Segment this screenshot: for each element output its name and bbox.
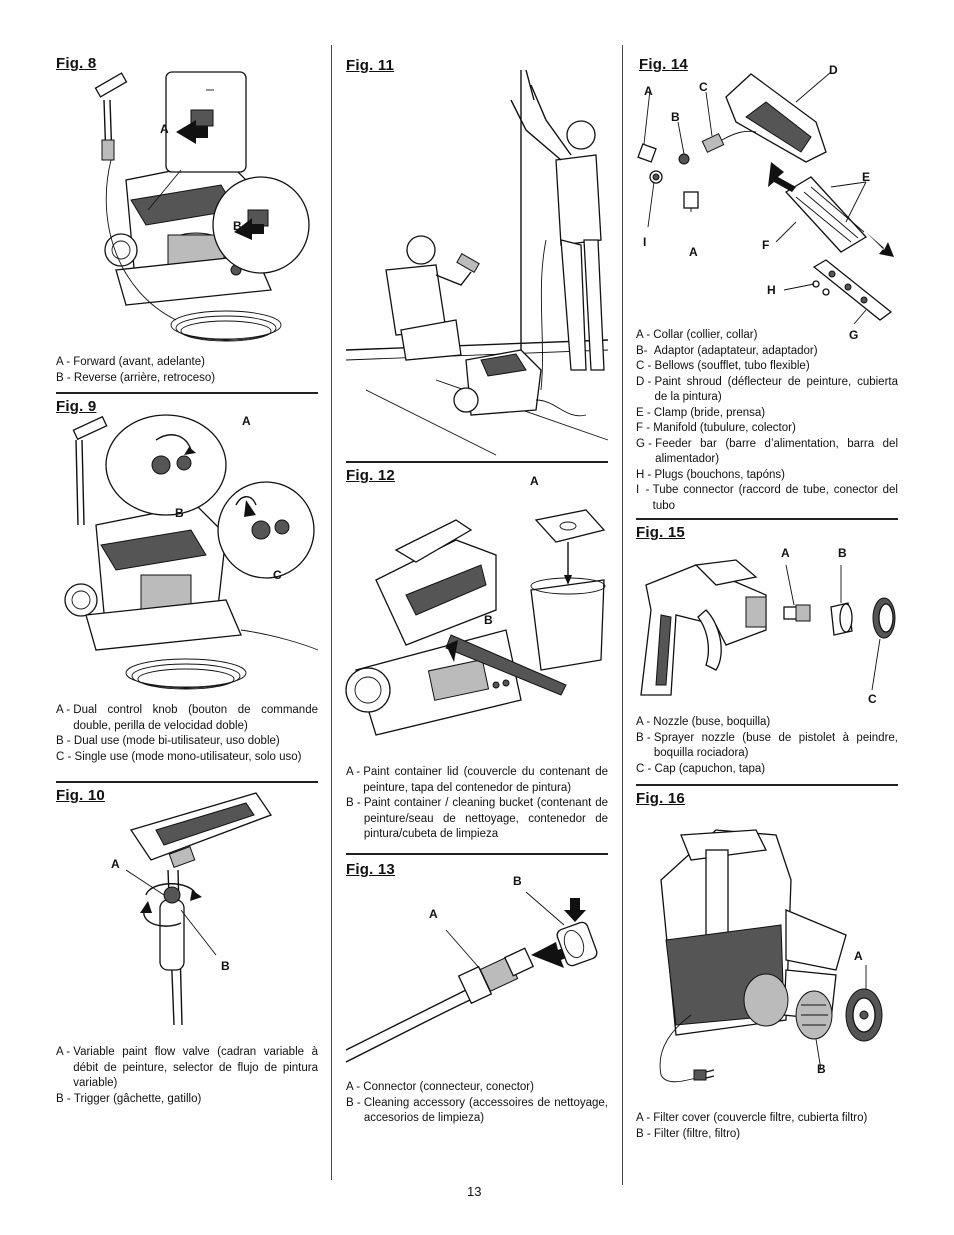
fig12-label-b: B — [484, 613, 493, 627]
fig15-captions: A - Nozzle (buse, boquilla) B - Sprayer … — [636, 715, 898, 777]
fig15-label-c: C — [868, 692, 877, 706]
caption-item: A - Dual control knob (bouton de command… — [56, 704, 318, 732]
caption-item: A - Filter cover (couvercle filtre, cubi… — [636, 1112, 868, 1124]
caption-item: B - Reverse (arrière, retroceso) — [56, 371, 216, 384]
caption-item: A - Nozzle (buse, boquilla) — [636, 716, 771, 728]
fig9-label-a: A — [242, 414, 251, 428]
fig8-label-a: A — [160, 122, 169, 136]
fig14-label-c: C — [699, 80, 708, 94]
caption-item: C - Bellows (soufflet, tubo flexible) — [636, 360, 810, 372]
caption-item: B- Adaptor (adaptateur, adaptador) — [636, 344, 818, 357]
fig16-label-a: A — [854, 949, 863, 963]
fig9-title: Fig. 9 — [56, 398, 97, 415]
fig11-title: Fig. 11 — [346, 57, 395, 74]
fig9-captions: A - Dual control knob (bouton de command… — [56, 703, 318, 765]
fig8-title: Fig. 8 — [56, 55, 97, 72]
fig10-label-b: B — [221, 959, 230, 973]
fig14-label-b: B — [671, 110, 680, 124]
caption-item: C - Cap (capuchon, tapa) — [636, 762, 766, 775]
caption-item: B - Paint container / cleaning bucket (c… — [346, 797, 608, 840]
caption-item: E - Clamp (bride, prensa) — [636, 406, 766, 419]
caption-item: H - Plugs (bouchons, tapóns) — [636, 468, 785, 481]
fig16-label-b: B — [817, 1062, 826, 1076]
fig10-illustration — [125, 792, 273, 1026]
fig15-title: Fig. 15 — [636, 524, 685, 541]
fig14-illustration — [637, 71, 894, 325]
fig14-captions: A - Collar (collier, collar) B- Adaptor … — [636, 328, 898, 514]
caption-item: A - Forward (avant, adelante) — [56, 356, 205, 368]
fig12-captions: A - Paint container lid (couvercle du co… — [346, 765, 608, 843]
divider-fig16 — [636, 784, 898, 786]
fig10-label-a: A — [111, 857, 120, 871]
column-divider-right — [622, 45, 623, 1185]
fig9-illustration — [64, 414, 319, 690]
fig8-label-b: B — [233, 219, 242, 233]
caption-item: A - Paint container lid (couvercle du co… — [346, 766, 608, 794]
fig16-title: Fig. 16 — [636, 790, 685, 807]
caption-item: A - Connector (connecteur, conector) — [346, 1081, 534, 1093]
column-divider-left — [331, 45, 332, 1180]
fig15-label-b: B — [838, 546, 847, 560]
fig16-captions: A - Filter cover (couvercle filtre, cubi… — [636, 1111, 898, 1142]
fig13-label-a: A — [429, 907, 438, 921]
caption-item: G - Feeder bar (barre d’alimentation, ba… — [636, 437, 898, 466]
fig14-label-g: G — [849, 328, 859, 342]
fig9-label-c: C — [273, 568, 282, 582]
fig14-label-h: H — [767, 283, 776, 297]
fig11-illustration — [345, 69, 609, 456]
caption-item: A - Variable paint flow valve (cadran va… — [56, 1046, 318, 1089]
fig13-captions: A - Connector (connecteur, conector) B -… — [346, 1080, 608, 1127]
fig14-title: Fig. 14 — [639, 56, 688, 73]
fig8-illustration — [94, 71, 310, 342]
caption-item: B - Sprayer nozzle (buse de pistolet à p… — [636, 731, 898, 760]
caption-item: A - Collar (collier, collar) — [636, 329, 758, 341]
caption-item: B - Filter (filtre, filtro) — [636, 1127, 741, 1140]
fig12-label-a: A — [530, 474, 539, 488]
fig13-title: Fig. 13 — [346, 861, 395, 878]
caption-item: D - Paint shroud (déflecteur de peinture… — [636, 375, 898, 404]
caption-item: B - Dual use (mode bi-utilisateur, uso d… — [56, 735, 280, 747]
divider-fig15 — [636, 518, 898, 520]
fig8-captions: A - Forward (avant, adelante) B - Revers… — [56, 355, 318, 386]
fig14-label-e: E — [862, 170, 871, 184]
fig14-label-a-bottom: A — [689, 245, 698, 259]
fig14-label-d: D — [829, 63, 838, 77]
fig15-label-a: A — [781, 546, 790, 560]
fig13-label-b: B — [513, 874, 522, 888]
fig12-illustration — [345, 509, 606, 736]
divider-fig10 — [56, 781, 318, 783]
caption-item: F - Manifold (tubulure, colector) — [636, 422, 796, 434]
fig14-label-a-top: A — [644, 84, 653, 98]
divider-fig9 — [56, 392, 318, 394]
fig16-illustration — [659, 829, 883, 1083]
caption-item: I - Tube connector (raccord de tube, con… — [636, 484, 898, 512]
caption-item: C - Single use (mode mono-utilisateur, s… — [56, 750, 302, 763]
caption-item: B - Trigger (gâchette, gatillo) — [56, 1092, 202, 1105]
fig13-illustration — [345, 891, 598, 1063]
fig14-label-f: F — [762, 238, 770, 252]
fig14-label-i: I — [643, 235, 647, 249]
fig12-title: Fig. 12 — [346, 467, 395, 484]
fig15-illustration — [640, 559, 896, 696]
caption-item: B - Cleaning accessory (accessoires de n… — [346, 1096, 608, 1125]
divider-fig13 — [346, 853, 608, 855]
divider-fig12 — [346, 461, 608, 463]
fig9-label-b: B — [175, 506, 184, 520]
fig10-title: Fig. 10 — [56, 787, 105, 804]
fig10-captions: A - Variable paint flow valve (cadran va… — [56, 1045, 318, 1107]
page-number: 13 — [467, 1184, 482, 1199]
